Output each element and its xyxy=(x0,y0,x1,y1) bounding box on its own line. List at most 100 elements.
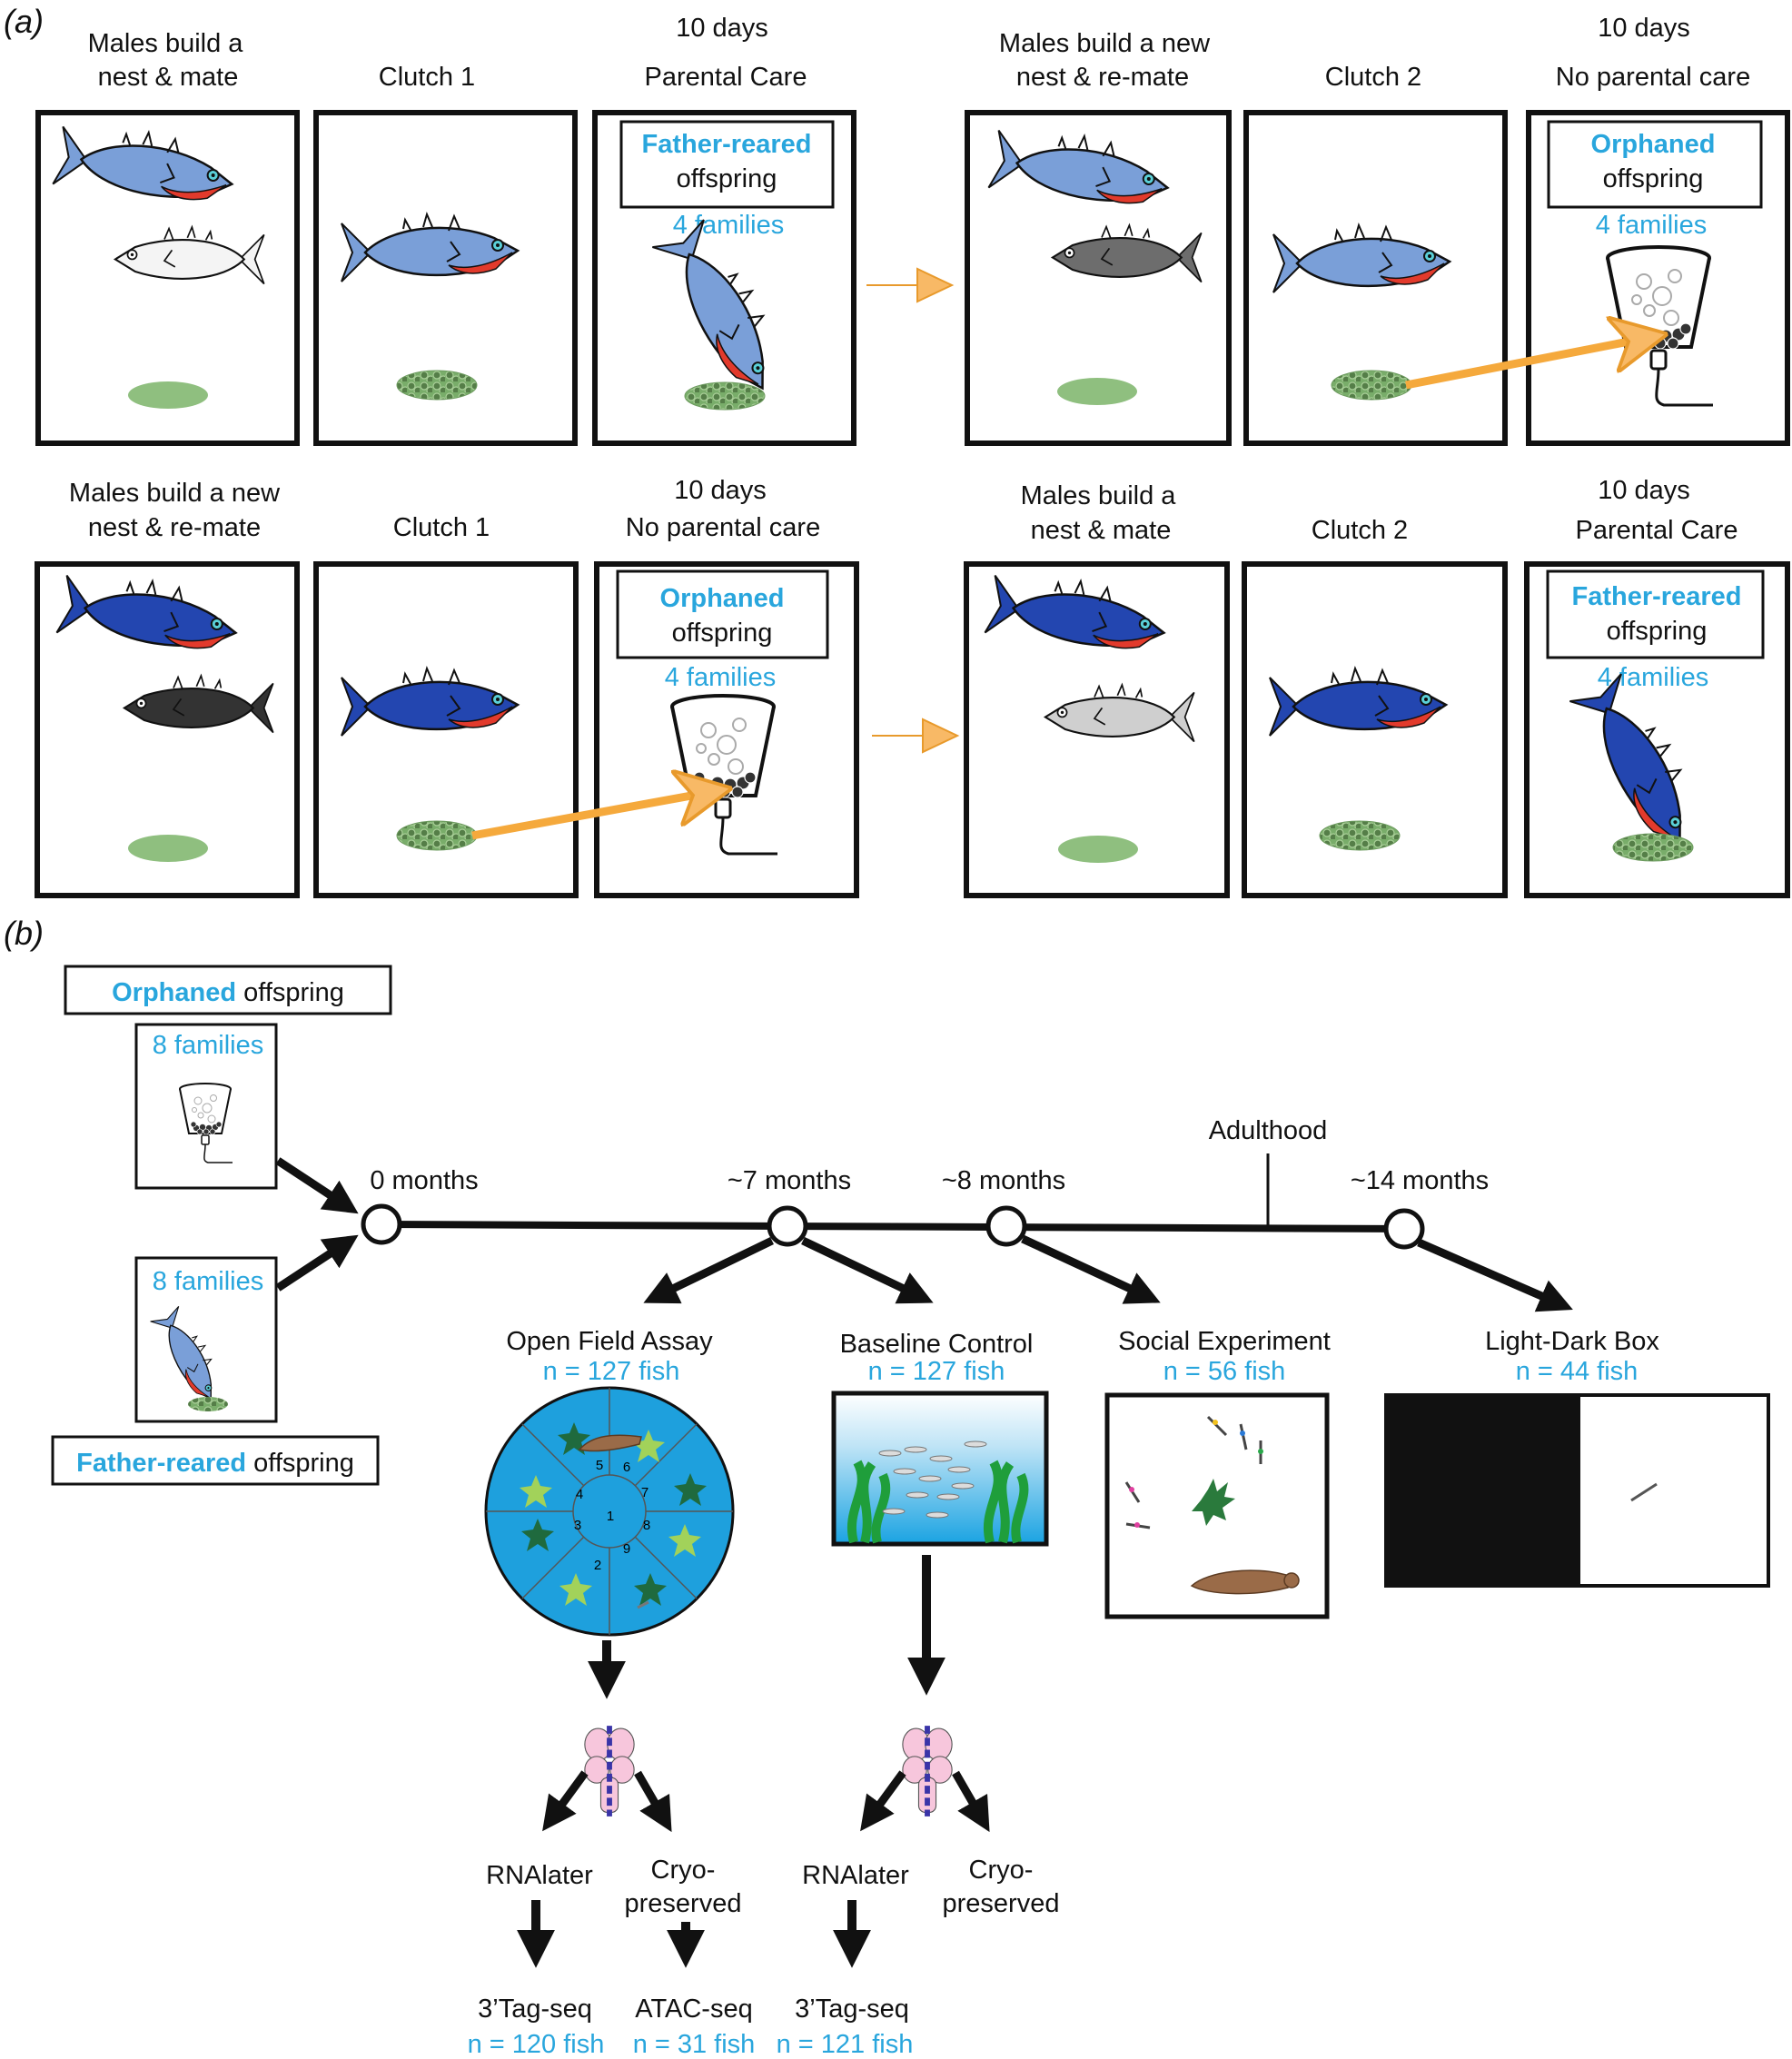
assay-arrow-icon xyxy=(643,1236,774,1304)
group-arrow-icon xyxy=(275,1157,359,1214)
group-arrow-icon xyxy=(275,1234,359,1292)
offspring-box xyxy=(1547,120,1763,209)
zone-number: 2 xyxy=(594,1558,601,1573)
timeline-point-label: ~14 months xyxy=(1351,1166,1489,1195)
stage-header: 10 days xyxy=(676,14,768,43)
cryo-label: preserved xyxy=(625,1889,742,1918)
brain-icon xyxy=(585,1726,634,1816)
seq-method: 3’Tag-seq xyxy=(478,1995,592,2024)
offspring-type: Orphaned xyxy=(660,584,785,613)
stage-header: 10 days xyxy=(674,476,767,505)
assay-sample-size: n = 127 fish xyxy=(543,1357,680,1386)
seq-sample-size: n = 120 fish xyxy=(468,2030,605,2059)
zone-number: 9 xyxy=(623,1541,630,1557)
assay-arrow-icon xyxy=(801,1236,934,1304)
clutch-nest-icon xyxy=(396,820,478,851)
empty-nest-icon xyxy=(1057,378,1137,405)
clutch-nest-icon xyxy=(188,1397,228,1411)
stage-header: nest & mate xyxy=(98,63,239,92)
timeline-node xyxy=(767,1205,808,1247)
light-dark-box xyxy=(1384,1393,1770,1588)
transition-arrow-icon xyxy=(872,718,960,754)
timeline-node xyxy=(1383,1208,1425,1250)
clutch-nest-icon xyxy=(1612,833,1694,862)
timeline-point-label: ~7 months xyxy=(728,1166,851,1195)
stage-header: Clutch 2 xyxy=(1312,516,1408,545)
stage-header: 10 days xyxy=(1598,476,1690,505)
stage-header: Clutch 1 xyxy=(393,513,490,542)
brain-icon xyxy=(903,1726,952,1816)
assay-sample-size: n = 127 fish xyxy=(868,1357,1005,1386)
assay-name: Social Experiment xyxy=(1118,1327,1331,1356)
families-count: 4 families xyxy=(1596,211,1708,240)
group-label-father-reared: Father-reared offspring xyxy=(76,1449,354,1478)
timeline-node xyxy=(985,1205,1027,1247)
stage-header: 10 days xyxy=(1598,14,1690,43)
zone-number: 5 xyxy=(596,1458,603,1473)
timeline-point-label: 0 months xyxy=(370,1166,478,1195)
timeline-node xyxy=(361,1203,402,1245)
process-arrow-icon xyxy=(860,1770,906,1832)
transfer-arrow-icon xyxy=(471,790,721,840)
seq-method: 3’Tag-seq xyxy=(795,1995,909,2024)
stage-header: Males build a new xyxy=(999,29,1211,58)
stage-header: No parental care xyxy=(1556,63,1750,92)
cryo-label: Cryo- xyxy=(969,1856,1034,1885)
stage-header: Males build a new xyxy=(69,479,281,508)
panel-b-label: (b) xyxy=(4,915,44,952)
sculpin-head-icon xyxy=(1283,1572,1300,1589)
stage-header: Clutch 2 xyxy=(1325,63,1421,92)
stage-header: nest & mate xyxy=(1031,516,1172,545)
assay-name: Baseline Control xyxy=(840,1330,1034,1359)
offspring-label: offspring xyxy=(1603,164,1704,193)
empty-nest-icon xyxy=(1058,836,1138,863)
offspring-label: offspring xyxy=(672,619,773,648)
assay-arrow-icon xyxy=(1021,1234,1161,1304)
test-fish-icon xyxy=(1239,1423,1248,1450)
open-field-arena: 1 2 3 4 5 6 7 8 9 xyxy=(484,1386,735,1637)
stage-header: Clutch 1 xyxy=(379,63,475,92)
timeline-axis xyxy=(381,1221,1405,1232)
cryo-label: Cryo- xyxy=(651,1856,716,1885)
offspring-label: offspring xyxy=(677,164,777,193)
offspring-box xyxy=(1546,569,1765,659)
assay-name: Light-Dark Box xyxy=(1485,1327,1659,1356)
timeline-point-label: ~8 months xyxy=(942,1166,1065,1195)
assay-name: Open Field Assay xyxy=(506,1327,713,1356)
offspring-type: Orphaned xyxy=(1591,130,1716,159)
zone-number: 7 xyxy=(641,1485,648,1500)
stage-header: Parental Care xyxy=(645,63,807,92)
panel-a-label: (a) xyxy=(4,3,44,40)
offspring-box xyxy=(619,120,835,209)
clutch-nest-icon xyxy=(1331,370,1412,401)
zone-number: 4 xyxy=(576,1487,583,1502)
transfer-arrow-icon xyxy=(1405,336,1657,390)
test-fish-icon xyxy=(1630,1482,1658,1502)
row-1: Males build a nest & mate Clutch 1 10 da… xyxy=(35,14,1790,446)
group-label-orphaned: Orphaned offspring xyxy=(112,978,344,1007)
families-count: 4 families xyxy=(665,663,777,692)
plant-icon xyxy=(1192,1479,1235,1526)
stage-header: nest & re-mate xyxy=(1016,63,1189,92)
stage-header: nest & re-mate xyxy=(88,513,261,542)
offspring-box xyxy=(616,569,829,659)
stage-header: Males build a xyxy=(88,29,244,58)
group-label-box xyxy=(51,1435,380,1486)
empty-nest-icon xyxy=(128,381,208,409)
seq-sample-size: n = 121 fish xyxy=(777,2030,914,2059)
assay-sample-size: n = 56 fish xyxy=(1163,1357,1286,1386)
assay-arrow-icon xyxy=(1417,1238,1573,1312)
test-fish-icon xyxy=(1206,1415,1228,1437)
zone-number: 8 xyxy=(643,1518,650,1533)
test-fish-icon xyxy=(637,1600,649,1609)
process-arrow-icon xyxy=(634,1770,672,1833)
stage-header: No parental care xyxy=(626,513,820,542)
test-fish-icon xyxy=(1124,1481,1141,1503)
clutch-nest-icon xyxy=(396,370,478,401)
empty-nest-icon xyxy=(128,835,208,862)
stage-header: Parental Care xyxy=(1576,516,1738,545)
process-arrow-icon xyxy=(542,1770,589,1832)
seq-sample-size: n = 31 fish xyxy=(633,2030,756,2059)
row-2: Males build a new nest & re-mate Clutch … xyxy=(35,476,1790,898)
process-arrow-icon xyxy=(952,1770,990,1833)
